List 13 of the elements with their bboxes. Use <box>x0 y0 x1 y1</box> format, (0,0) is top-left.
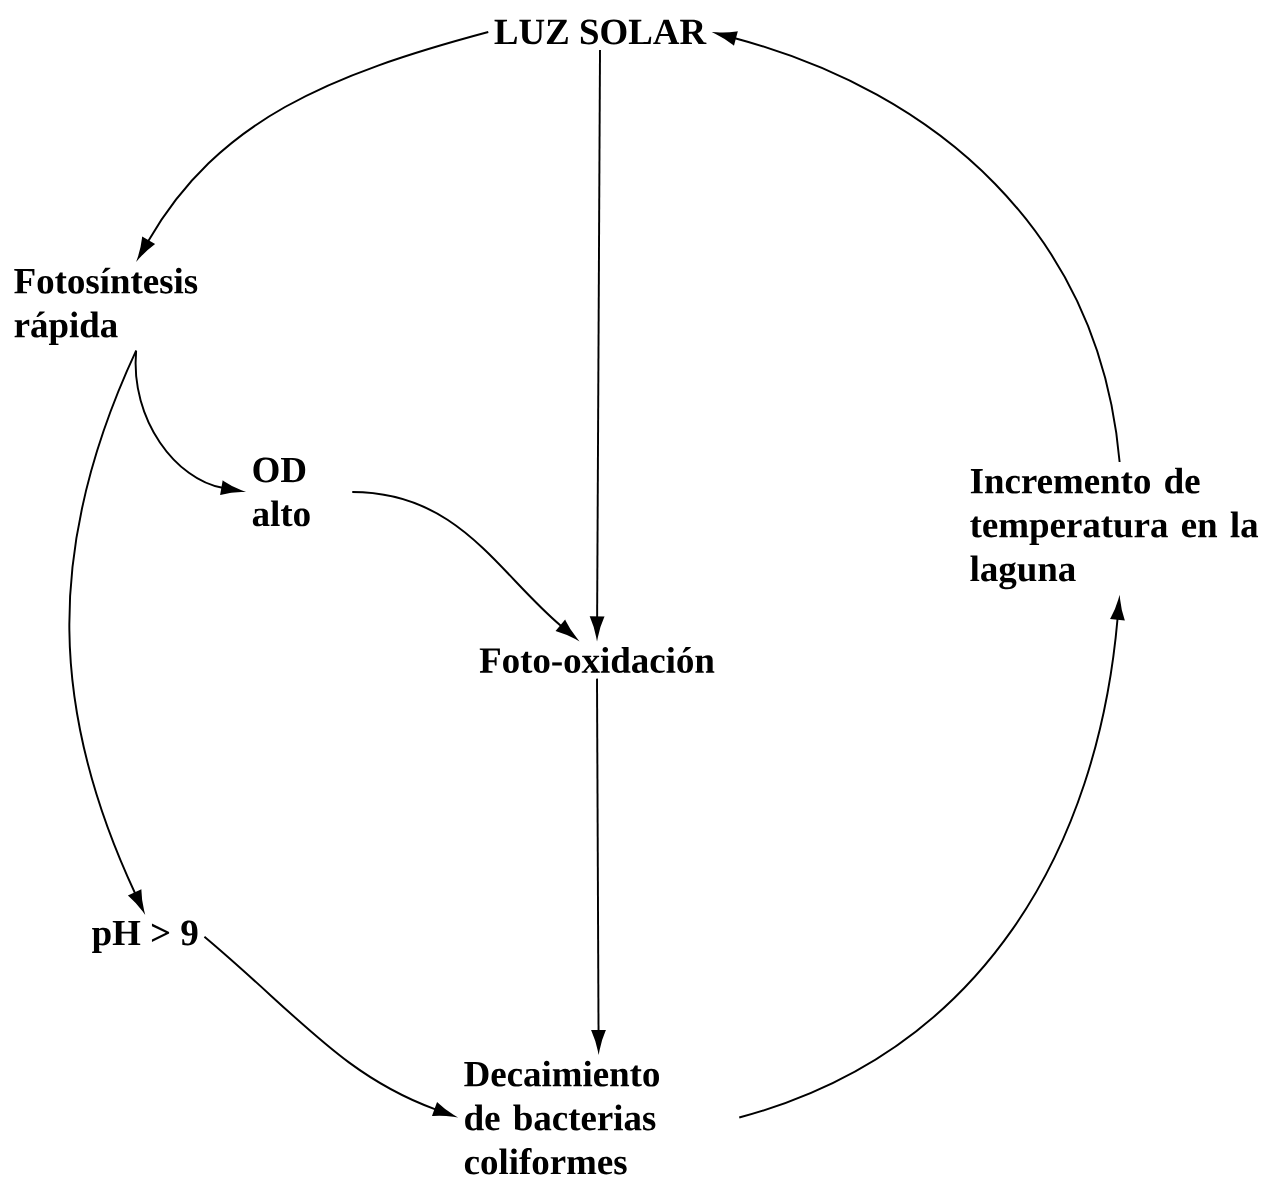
node-label: Fotosíntesis rápida <box>14 267 198 346</box>
node-label: LUZ SOLAR <box>494 19 707 45</box>
arrow <box>203 935 455 1117</box>
arrow <box>715 31 1121 463</box>
arrow <box>591 677 606 1052</box>
node-label: Incremento de temperatura en la laguna <box>970 467 1259 590</box>
node-label: OD alto <box>252 457 310 527</box>
arrow <box>351 491 577 640</box>
node-label: pH > 9 <box>92 920 198 953</box>
arrow <box>68 349 145 912</box>
node-label: Foto-oxidación <box>479 647 715 673</box>
node-label: Decaimiento de bacterias coliformes <box>464 1060 659 1175</box>
arrow <box>134 349 243 495</box>
